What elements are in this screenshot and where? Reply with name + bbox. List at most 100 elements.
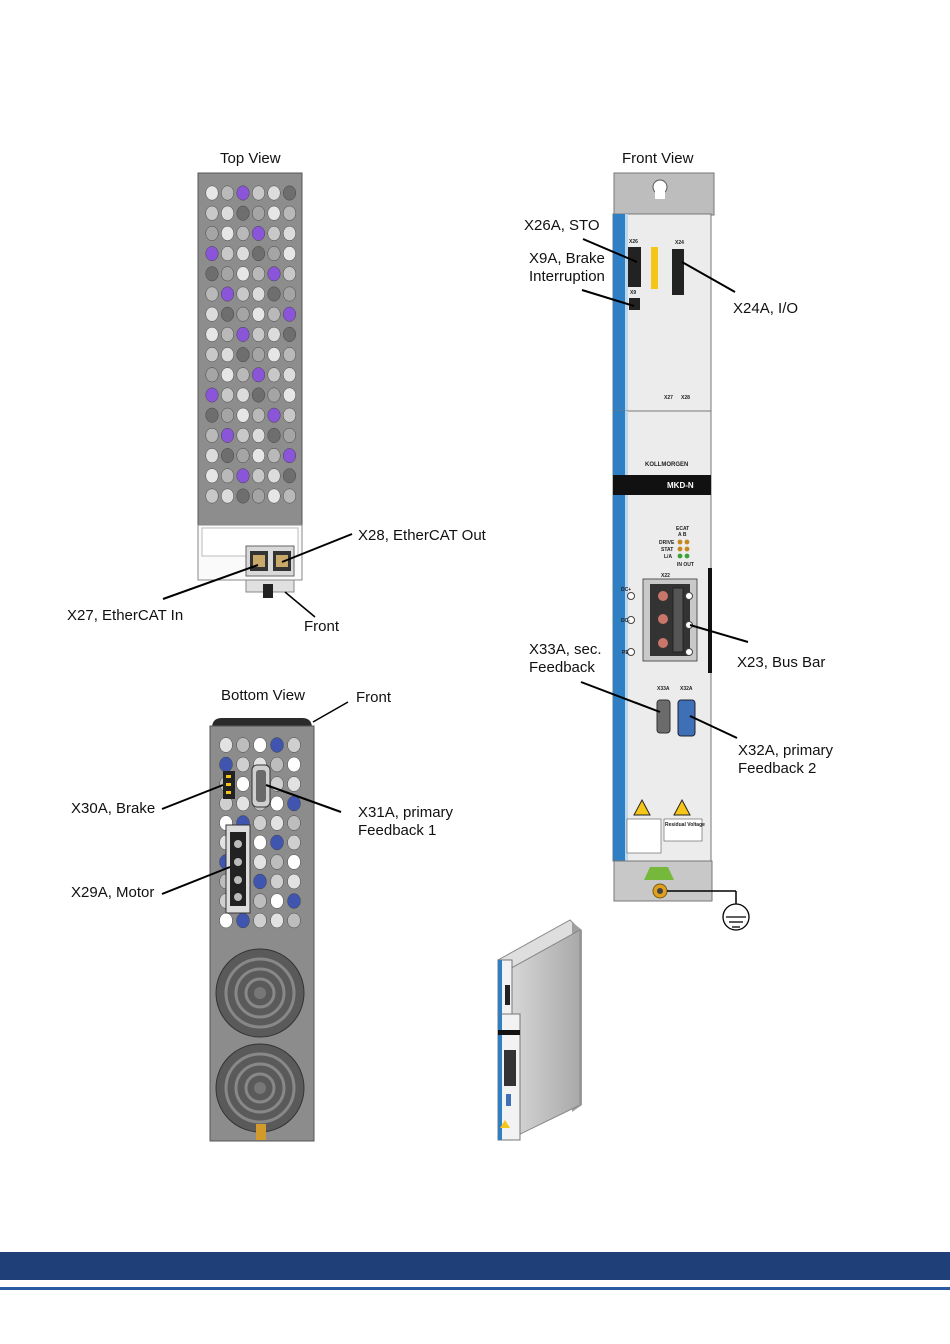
vent-hole bbox=[220, 407, 235, 423]
vent-hole bbox=[219, 756, 233, 773]
dc-minus-label: DC- bbox=[621, 618, 630, 624]
top-view-drawing bbox=[197, 172, 303, 598]
vent-hole bbox=[205, 266, 219, 282]
front-view-title: Front View bbox=[622, 150, 694, 167]
vent-hole bbox=[236, 185, 250, 201]
vent-hole bbox=[270, 912, 284, 929]
vent-hole bbox=[251, 387, 266, 403]
vent-hole bbox=[220, 488, 235, 504]
vent-hole bbox=[205, 246, 219, 262]
vent-hole bbox=[282, 225, 297, 241]
front-view-drawing bbox=[612, 172, 715, 902]
vent-hole bbox=[205, 205, 219, 221]
vent-hole bbox=[205, 468, 219, 484]
vent-hole bbox=[251, 468, 266, 484]
vent-hole bbox=[282, 448, 297, 464]
vent-hole bbox=[205, 306, 219, 322]
x9a-callout-line1: X9A, Brake bbox=[529, 250, 605, 267]
vent-hole bbox=[267, 306, 281, 322]
vent-hole bbox=[267, 468, 281, 484]
vent-hole bbox=[205, 488, 219, 504]
vent-hole bbox=[267, 266, 281, 282]
vent-hole bbox=[253, 737, 267, 753]
vent-hole bbox=[236, 468, 250, 484]
vent-hole bbox=[236, 347, 250, 363]
vent-hole bbox=[282, 367, 297, 383]
x33a-callout-line2: Feedback bbox=[529, 659, 595, 676]
vent-hole bbox=[251, 246, 266, 262]
vent-hole bbox=[251, 286, 266, 302]
vent-hole bbox=[236, 776, 250, 792]
vent-hole bbox=[236, 326, 250, 342]
vent-hole bbox=[267, 185, 281, 201]
vent-hole bbox=[236, 407, 250, 423]
vent-hole bbox=[205, 347, 219, 363]
vent-hole bbox=[287, 795, 301, 812]
x23-callout: X23, Bus Bar bbox=[737, 654, 826, 671]
vent-hole bbox=[267, 448, 281, 464]
brand-label: KOLLMORGEN bbox=[645, 462, 689, 468]
vent-hole bbox=[267, 205, 281, 221]
vent-hole bbox=[253, 912, 267, 929]
x9a-callout-line2: Interruption bbox=[529, 268, 605, 285]
vent-hole bbox=[282, 286, 297, 302]
x29a-callout: X29A, Motor bbox=[71, 884, 155, 901]
vent-hole bbox=[270, 756, 284, 773]
vent-hole bbox=[282, 407, 297, 423]
x28-port-label: X28 bbox=[681, 395, 690, 401]
vent-hole bbox=[267, 367, 281, 383]
vent-hole bbox=[236, 737, 250, 753]
vent-hole bbox=[251, 326, 266, 342]
model-label: MKD-N bbox=[667, 481, 694, 490]
front-callout-bottom: Front bbox=[356, 689, 392, 706]
x22-label: X22 bbox=[661, 573, 670, 579]
vent-hole bbox=[220, 266, 235, 282]
vent-hole bbox=[205, 387, 219, 403]
vent-hole bbox=[251, 367, 266, 383]
vent-hole bbox=[287, 893, 301, 909]
vent-hole bbox=[287, 854, 301, 870]
vent-hole bbox=[205, 407, 219, 423]
vent-hole bbox=[220, 326, 235, 342]
vent-hole bbox=[236, 205, 250, 221]
x33a-port-label: X33A bbox=[657, 686, 670, 692]
vent-hole bbox=[282, 185, 297, 201]
x9-port-label: X9 bbox=[630, 290, 637, 296]
vent-hole bbox=[270, 873, 284, 890]
x30a-callout: X30A, Brake bbox=[71, 800, 156, 817]
vent-hole bbox=[270, 815, 284, 831]
vent-hole bbox=[282, 427, 297, 443]
vent-hole bbox=[267, 427, 281, 443]
vent-hole bbox=[220, 387, 235, 403]
vent-hole bbox=[205, 225, 219, 241]
vent-hole bbox=[220, 367, 235, 383]
vent-hole bbox=[219, 737, 233, 753]
vent-hole bbox=[251, 185, 266, 201]
vent-hole bbox=[253, 893, 267, 909]
vent-hole bbox=[236, 427, 250, 443]
x33a-callout-line1: X33A, sec. bbox=[529, 641, 602, 658]
vent-hole bbox=[236, 795, 250, 812]
vent-hole bbox=[236, 286, 250, 302]
vent-hole bbox=[220, 306, 235, 322]
vent-hole bbox=[205, 448, 219, 464]
vent-hole bbox=[220, 246, 235, 262]
vent-hole bbox=[267, 225, 281, 241]
vent-hole bbox=[253, 854, 267, 870]
vent-hole bbox=[251, 488, 266, 504]
x27-callout: X27, EtherCAT In bbox=[67, 607, 184, 624]
vent-hole bbox=[282, 347, 297, 363]
vent-hole bbox=[287, 912, 301, 929]
x24-port-label: X24 bbox=[675, 240, 684, 246]
footer-band bbox=[0, 1252, 950, 1280]
x31a-callout-line1: X31A, primary bbox=[358, 804, 454, 821]
vent-hole bbox=[282, 326, 297, 342]
vent-hole bbox=[251, 225, 266, 241]
vent-hole bbox=[267, 387, 281, 403]
fan-upper bbox=[215, 948, 305, 1038]
vent-hole bbox=[267, 286, 281, 302]
vent-hole bbox=[270, 737, 284, 753]
vent-hole bbox=[287, 737, 301, 753]
vent-hole bbox=[219, 912, 233, 929]
